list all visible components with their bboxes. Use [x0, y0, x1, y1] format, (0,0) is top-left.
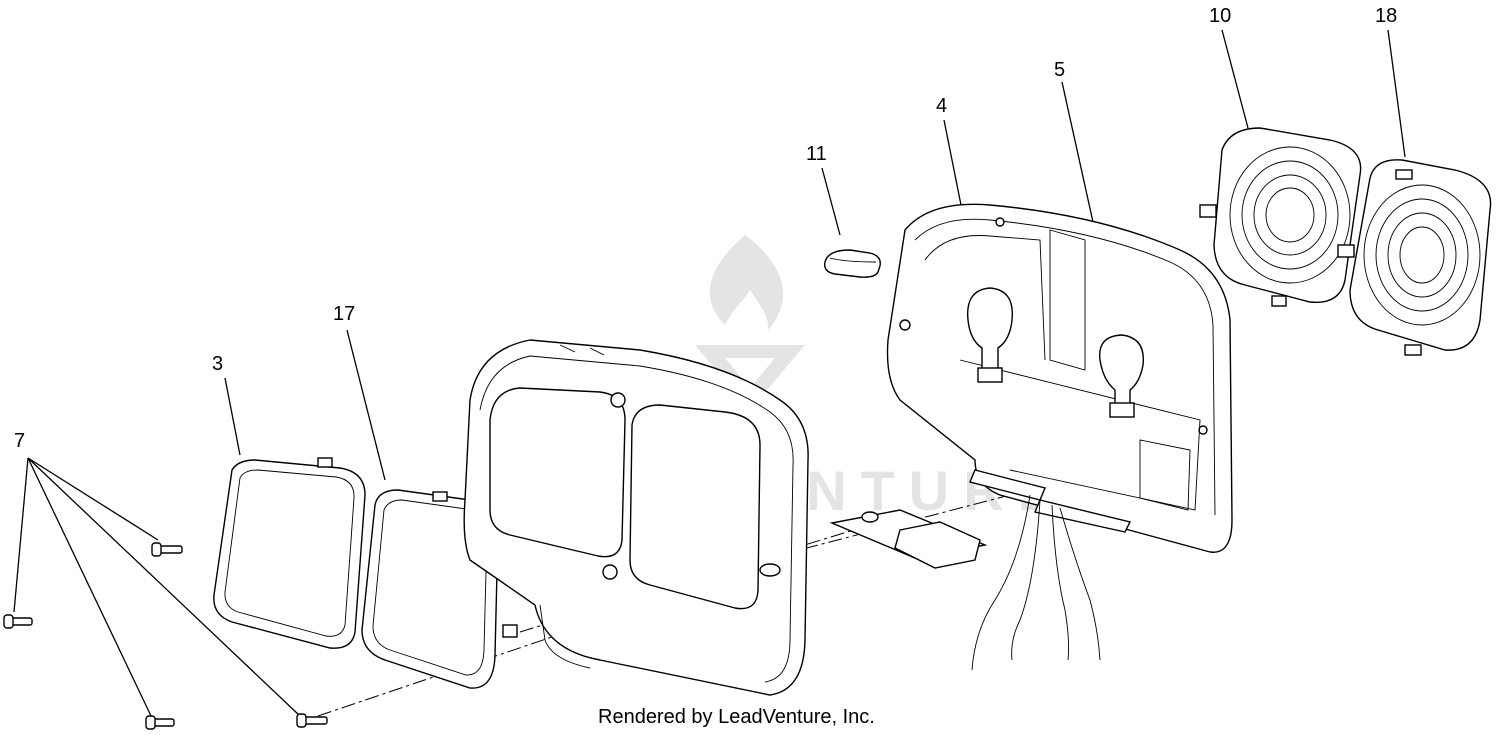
part-3-lens: [213, 457, 366, 649]
callout-10: 10: [1209, 5, 1231, 27]
callout-11: 11: [806, 143, 827, 165]
callout-7: 7: [14, 430, 25, 452]
screw: [145, 715, 175, 730]
part-5-bulb: [1098, 334, 1145, 418]
part-17-gasket: [361, 489, 518, 689]
callout-17: 17: [333, 303, 355, 325]
callout-4: 4: [936, 95, 947, 117]
screw: [296, 713, 328, 728]
screw: [3, 614, 33, 629]
callout-5: 5: [1054, 59, 1065, 81]
part-18-cover: [1337, 159, 1492, 356]
watermark-flame-icon: [709, 235, 784, 330]
screw: [151, 542, 183, 557]
callout-labels: 7 3 17 11 4 5 10 18: [14, 5, 1397, 452]
rear-housing: [886, 203, 1233, 671]
watermark-v-icon: [695, 345, 805, 410]
part-10-reflector: [1199, 127, 1362, 307]
render-credit: Rendered by LeadVenture, Inc.: [598, 706, 875, 728]
part-7-screws: [3, 542, 328, 730]
callout-3: 3: [212, 353, 223, 375]
part-4-bulb: [966, 287, 1014, 383]
mounting-plates: [829, 509, 988, 569]
callout-18: 18: [1375, 5, 1397, 27]
part-11-plug: [824, 249, 881, 278]
front-housing: [463, 339, 809, 696]
